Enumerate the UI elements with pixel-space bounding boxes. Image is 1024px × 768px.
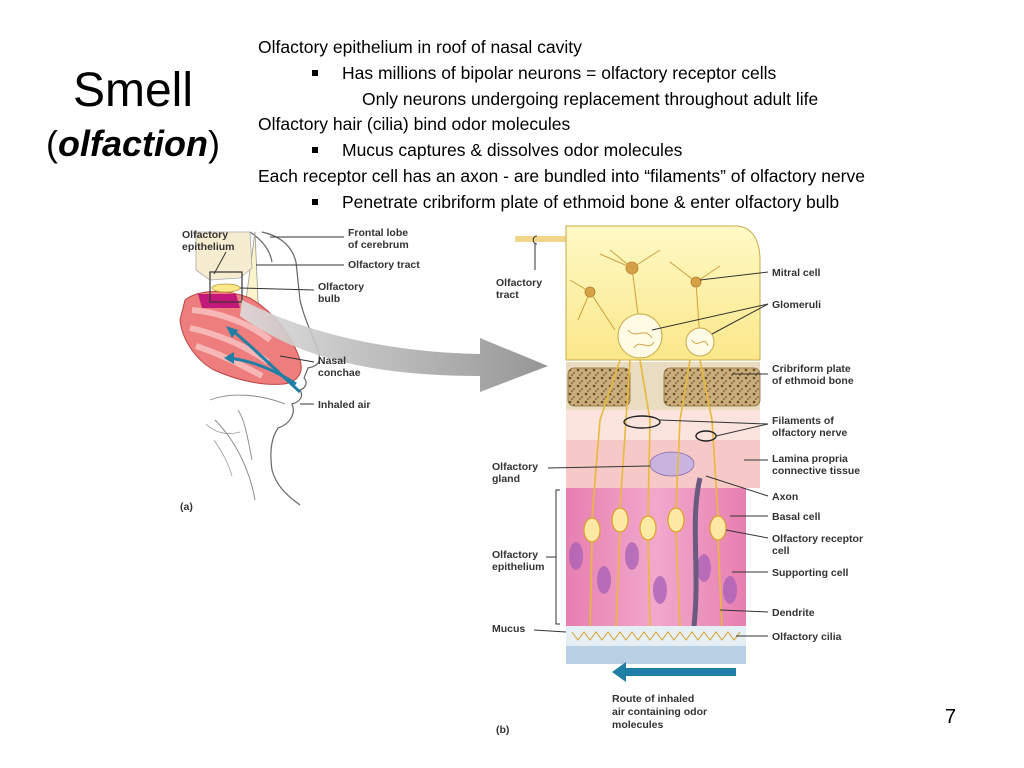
- label-mucus: Mucus: [492, 623, 525, 635]
- bullet-text: Penetrate cribriform plate of ethmoid bo…: [342, 191, 840, 212]
- bullet-text: Has millions of bipolar neurons = olfact…: [342, 62, 777, 83]
- paren-close: ): [208, 123, 220, 164]
- page-number: 7: [945, 706, 957, 728]
- slide-title: Smell (olfaction): [18, 62, 248, 168]
- label-glomeruli: Glomeruli: [772, 299, 821, 311]
- bullet-item: Mucus captures & dissolves odor molecule…: [258, 138, 865, 164]
- paren-open: (: [46, 123, 58, 164]
- label-dendrite: Dendrite: [772, 607, 815, 619]
- label-lamina-propria: Lamina propria: [772, 453, 848, 465]
- label-supporting-cell: Supporting cell: [772, 567, 849, 579]
- label-receptor-cell: Olfactory receptor: [772, 533, 863, 545]
- label-olfactory-tract-a: Olfactory tract: [348, 259, 420, 271]
- label-cribriform-plate: Cribriform plate: [772, 363, 851, 375]
- panel-b-label: (b): [496, 724, 509, 736]
- panel-a-head: [179, 231, 321, 506]
- panel-b-tissue: [515, 225, 761, 682]
- bullet-list: Olfactory epithelium in roof of nasal ca…: [258, 35, 865, 216]
- label-olfactory-epithelium-a: Olfactory: [182, 229, 228, 241]
- label-filaments: Filaments of: [772, 415, 834, 427]
- bullet-item: Each receptor cell has an axon - are bun…: [258, 165, 865, 186]
- zoom-arrow: [240, 300, 548, 392]
- label-olfactory-epithelium-b: Olfactory: [492, 549, 538, 561]
- label-olfactory-bulb: Olfactory: [318, 281, 364, 293]
- title-smell: Smell: [72, 64, 194, 117]
- square-bullet-icon: [312, 147, 318, 154]
- label-basal-cell: Basal cell: [772, 511, 821, 523]
- label-olfactory-tract-b: Olfactory: [496, 277, 542, 289]
- bullet-item: Only neurons undergoing replacement thro…: [362, 88, 819, 109]
- title-olfaction: (olfaction): [18, 120, 248, 168]
- panel-a-label: (a): [180, 501, 193, 513]
- square-bullet-icon: [312, 69, 318, 76]
- label-mitral-cell: Mitral cell: [772, 267, 821, 279]
- label-nasal-conchae: Nasal: [318, 355, 346, 367]
- bullet-item: Has millions of bipolar neurons = olfact…: [258, 61, 865, 87]
- label-inhaled-air: Inhaled air: [318, 399, 371, 411]
- square-bullet-icon: [312, 198, 318, 205]
- panel-a-leaders: [213, 236, 344, 405]
- label-frontal-lobe: Frontal lobe: [348, 227, 408, 239]
- olfaction-word: olfaction: [58, 123, 208, 164]
- bullet-text: Mucus captures & dissolves odor molecule…: [342, 140, 683, 161]
- bullet-item: Olfactory hair (cilia) bind odor molecul…: [258, 114, 571, 135]
- panel-b-leaders: [532, 235, 769, 637]
- label-route-air: Route of inhaled: [612, 693, 694, 705]
- bullet-item: Olfactory epithelium in roof of nasal ca…: [258, 37, 582, 57]
- label-olfactory-cilia: Olfactory cilia: [772, 631, 842, 643]
- bullet-item: Penetrate cribriform plate of ethmoid bo…: [258, 190, 865, 216]
- label-axon: Axon: [772, 491, 798, 503]
- label-olfactory-gland: Olfactory: [492, 461, 538, 473]
